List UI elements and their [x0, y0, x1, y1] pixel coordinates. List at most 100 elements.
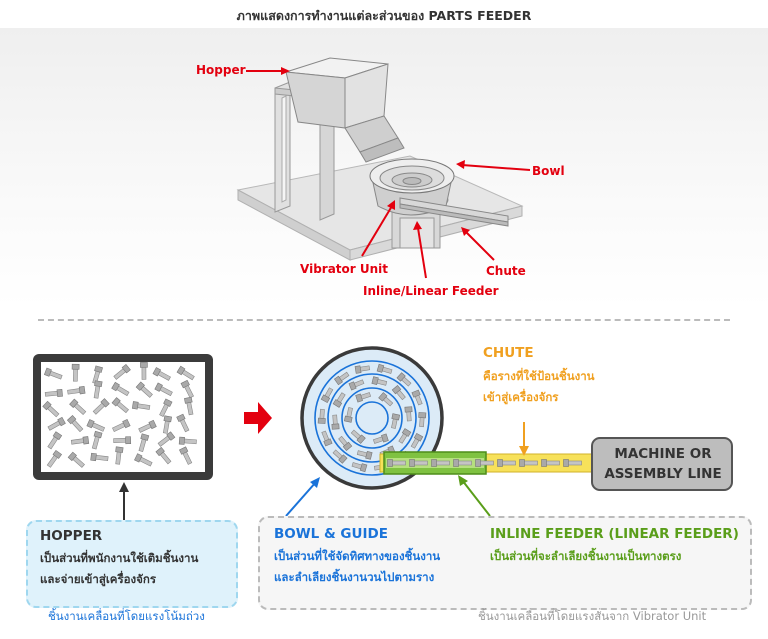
- bolt-part: [138, 433, 150, 453]
- machine-label-line1: MACHINE OR: [614, 446, 712, 462]
- bolt-part: [44, 388, 63, 398]
- bolt-part: [350, 429, 366, 444]
- bolt-part: [348, 379, 365, 391]
- bolt-part: [92, 365, 103, 385]
- bolt-part: [563, 459, 582, 467]
- bolt-part: [154, 382, 173, 397]
- bolt-part: [497, 459, 516, 467]
- bolt-part: [411, 389, 423, 406]
- bolt-part: [111, 381, 130, 397]
- bolt-part: [321, 430, 333, 447]
- bolt-part: [134, 453, 153, 467]
- bolt-part: [111, 397, 129, 414]
- bolt-part: [176, 365, 195, 381]
- bolt-part: [332, 449, 348, 464]
- bolt-part: [180, 379, 194, 399]
- bolt-part: [176, 413, 190, 433]
- bolt-part: [391, 385, 406, 401]
- bolt-part: [67, 451, 85, 468]
- bolt-part: [178, 436, 197, 445]
- bolt-part: [152, 367, 171, 381]
- bolt-part: [93, 380, 103, 399]
- bowl-guide-title: BOWL & GUIDE: [274, 526, 388, 542]
- bolt-part: [355, 392, 372, 403]
- bolt-part: [378, 392, 394, 407]
- inline-feeder-label: Inline/Linear Feeder: [363, 284, 499, 298]
- bolt-part: [398, 428, 412, 444]
- bolt-part: [332, 392, 346, 408]
- bolt-part: [67, 386, 86, 395]
- bolt-part: [69, 398, 87, 415]
- bolt-part: [157, 431, 176, 447]
- gravity-caption: ชิ้นงานเคลื่อนที่โดยแรงโน้มถ่วง: [48, 609, 205, 623]
- machine-label-line2: ASSEMBLY LINE: [604, 466, 722, 482]
- bolt-part: [43, 367, 63, 380]
- bowl-guide-line2: และลำเลียงชิ้นงานวนไปตามราง: [274, 570, 435, 584]
- process-arrow-icon: [244, 402, 272, 434]
- vibration-info-box: [258, 516, 752, 610]
- hopper-label: Hopper: [196, 63, 246, 77]
- bolt-part: [155, 446, 172, 465]
- bolt-part: [331, 414, 340, 430]
- bolt-part: [317, 408, 326, 424]
- machine-illustration: [236, 57, 531, 279]
- bolt-part: [418, 412, 427, 428]
- bolt-part: [90, 452, 109, 462]
- chute-desc-line2: เข้าสู่เครื่องจักร: [483, 390, 559, 404]
- chute-label: Chute: [486, 264, 526, 278]
- bolt-part: [391, 413, 401, 429]
- bolt-part: [47, 416, 66, 431]
- chute-title: CHUTE: [483, 345, 534, 361]
- rail-parts: [387, 459, 582, 467]
- bolt-part: [351, 462, 368, 473]
- bolt-part: [356, 450, 373, 460]
- bowl-guide-line1: เป็นส่วนที่ใช้จัดทิศทางของชิ้นงาน: [274, 549, 441, 563]
- bolt-part: [112, 418, 131, 433]
- page-title: ภาพแสดงการทำงานแต่ละส่วนของ PARTS FEEDER: [236, 8, 532, 23]
- bolt-part: [404, 406, 413, 422]
- bolt-part: [46, 449, 63, 468]
- bolt-part: [541, 459, 560, 467]
- chute-desc-line1: คือรางที่ใช้ป้อนชิ้นงาน: [483, 369, 595, 383]
- bolt-part: [343, 407, 353, 423]
- bolt-part: [333, 371, 350, 386]
- section-divider: [38, 319, 730, 321]
- bolt-part: [115, 446, 124, 465]
- bolt-part: [372, 433, 389, 444]
- machine-box: [591, 437, 733, 491]
- hopper-info-title: HOPPER: [40, 528, 103, 544]
- bolt-part: [320, 387, 334, 404]
- bolt-part: [113, 363, 131, 380]
- hopper-info-line1: เป็นส่วนที่พนักงานใช้เติมชิ้นงาน: [40, 551, 199, 565]
- bolt-part: [409, 459, 428, 467]
- inline-feeder-line1: เป็นส่วนที่จะลำเลียงชิ้นงานเป็นทางตรง: [490, 549, 682, 563]
- bolt-part: [396, 372, 412, 387]
- bolt-part: [519, 459, 538, 467]
- bolt-part: [135, 381, 153, 398]
- feeder-pointer: [461, 479, 491, 517]
- bolt-part: [354, 365, 371, 374]
- bolt-part: [66, 415, 84, 433]
- bolt-part: [91, 430, 103, 450]
- hopper-info-box: [26, 520, 238, 608]
- bolt-part: [138, 419, 157, 433]
- bolt-part: [376, 363, 393, 374]
- bolt-part: [71, 363, 80, 382]
- hopper-info-line2: และจ่ายเข้าสู่เครื่องจักร: [40, 572, 157, 586]
- bolt-part: [70, 436, 90, 445]
- bolt-part: [86, 419, 106, 432]
- bolt-part: [338, 435, 353, 451]
- bowl-pointer: [285, 481, 317, 517]
- bolt-part: [42, 400, 60, 418]
- schematic-diagram: [33, 346, 733, 520]
- vibrator-unit-label: Vibrator Unit: [300, 262, 389, 276]
- bolt-part: [179, 446, 193, 465]
- bolt-part: [47, 431, 63, 450]
- bolt-part: [453, 459, 472, 467]
- bolt-part: [162, 415, 172, 434]
- bolt-part: [92, 398, 110, 415]
- inline-feeder-title: INLINE FEEDER (LINEAR FEEDER): [490, 526, 739, 542]
- bowl-label: Bowl: [532, 164, 565, 178]
- bolt-part: [371, 376, 388, 386]
- bolt-part: [159, 398, 173, 417]
